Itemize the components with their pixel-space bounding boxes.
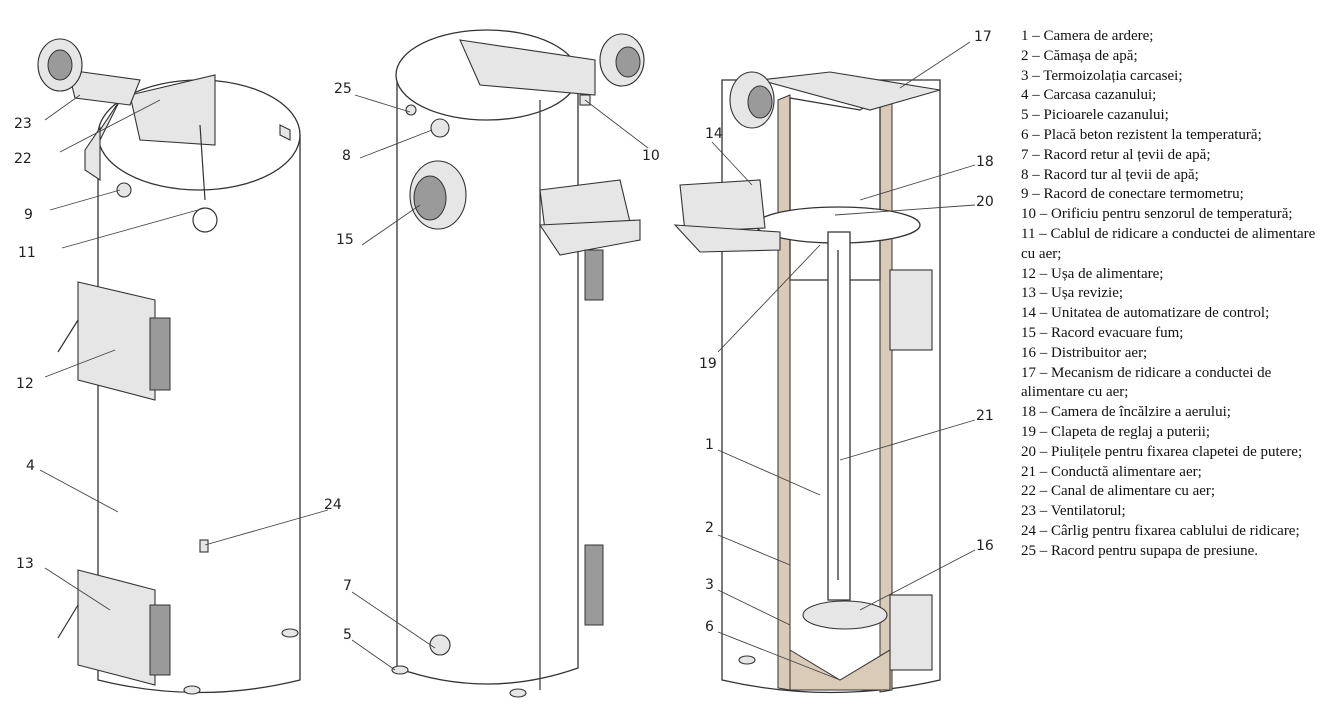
callout-23: 23 [14,116,32,132]
legend-item: 21 – Conductă alimentare aer; [1021,463,1202,480]
legend-item: 8 – Racord tur al țevii de apă; [1021,166,1199,183]
callout-1: 1 [705,437,714,453]
legend-item: 3 – Termoizolația carcasei; [1021,67,1183,84]
parts-legend: 1 – Camera de ardere; 2 – Cămașa de apă; 3… [1021,27,1321,562]
callout-22: 22 [14,151,32,167]
legend-item: 4 – Carcasa cazanului; [1021,87,1157,104]
legend-item: 19 – Clapeta de reglaj a puterii; [1021,423,1211,440]
leader-lines [39,41,976,681]
callout-9: 9 [24,207,33,223]
callout-2: 2 [705,520,714,536]
legend-item: 24 – Cârlig pentru fixarea cablului de r… [1021,522,1300,539]
callout-8: 8 [342,148,351,164]
callout-12: 12 [16,376,34,392]
callout-15: 15 [336,232,354,248]
air-distributor [802,600,888,630]
callout-24: 24 [324,497,342,513]
legend-item: 22 – Canal de alimentare cu aer; [1021,483,1216,500]
boiler-front-view [37,38,301,695]
callout-11: 11 [18,245,36,261]
legend-item: 25 – Racord pentru supapa de presiune. [1021,542,1259,559]
legend-item: 15 – Racord evacuare fum; [1021,324,1184,341]
callout-21: 21 [976,408,994,424]
legend-item: 9 – Racord de conectare termometru; [1021,186,1244,203]
callout-6: 6 [705,619,714,635]
legend-item: 5 – Picioarele cazanului; [1021,107,1169,124]
feed-door [77,281,156,401]
callout-7: 7 [343,578,352,594]
boiler-rear-view [391,29,645,698]
legend-item: 7 – Racord retur al țevii de apă; [1021,146,1211,163]
callout-13: 13 [16,556,34,572]
legend-item: 11 – Cablul de ridicare a conductei de a… [1021,225,1316,262]
callout-25: 25 [334,81,352,97]
callout-3: 3 [705,577,714,593]
legend-item: 10 – Orificiu pentru senzorul de tempera… [1021,206,1293,223]
callout-numbers: 23 22 9 11 12 4 24 13 25 8 15 7 5 10 17 … [14,29,994,643]
callout-18: 18 [976,154,994,170]
callout-14: 14 [705,126,723,142]
inspection-door [77,569,156,686]
legend-item: 16 – Distribuitor aer; [1021,344,1148,361]
automation-unit [679,179,766,233]
legend-item: 13 – Ușa revizie; [1021,285,1124,302]
callout-4: 4 [26,458,35,474]
legend-item: 23 – Ventilatorul; [1021,503,1126,520]
thermometer-port [116,182,132,198]
boiler-diagram: 23 22 9 11 12 4 24 13 25 8 15 7 5 10 17 … [14,29,994,698]
legend-item: 2 – Cămașa de apă; [1021,47,1138,64]
legend-item: 12 – Ușa de alimentare; [1021,265,1164,282]
callout-20: 20 [976,194,994,210]
callout-17: 17 [974,29,992,45]
legend-item: 6 – Placă beton rezistent la temperatură… [1021,126,1262,143]
legend-item: 14 – Unitatea de automatizare de control… [1021,305,1270,322]
callout-10: 10 [642,148,660,164]
legend-item: 17 – Mecanism de ridicare a conductei de… [1021,364,1272,401]
air-channel [129,74,216,146]
legend-item: 20 – Piulițele pentru fixarea clapetei d… [1021,443,1303,460]
callout-5: 5 [343,627,352,643]
callout-19: 19 [699,356,717,372]
legend-item: 18 – Camera de încălzire a aerului; [1021,404,1231,421]
boiler-cutaway-view [673,71,941,694]
callout-16: 16 [976,538,994,554]
legend-item: 1 – Camera de ardere; [1021,28,1154,44]
